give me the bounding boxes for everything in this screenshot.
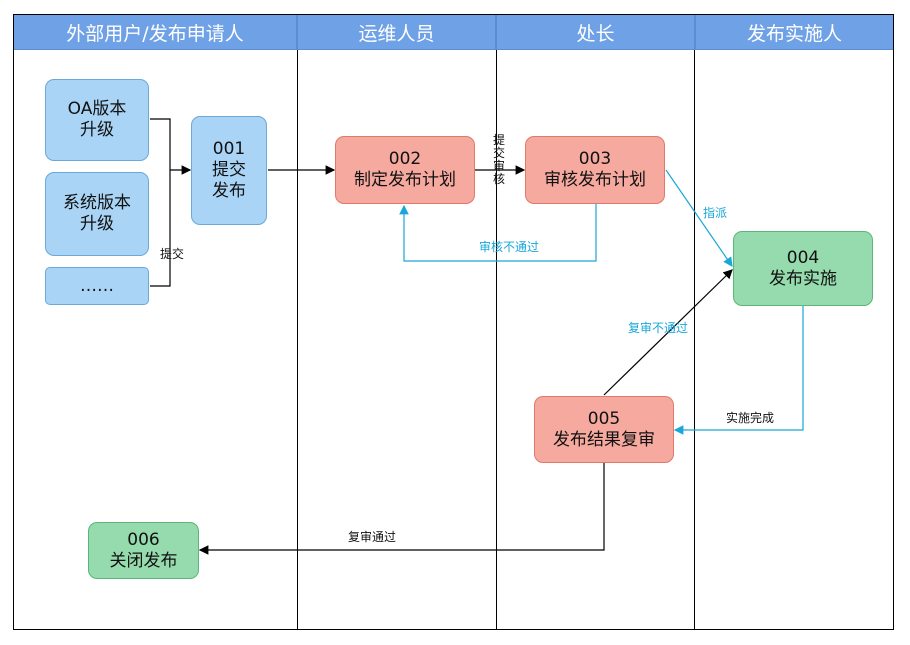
node-001-line2: 提交: [212, 160, 246, 180]
edge-004-to-005: [673, 306, 804, 435]
edge-label-submit-review: 提 交 审 核: [492, 134, 506, 186]
edge-label-recheck-pass: 复审通过: [348, 530, 397, 544]
node-004-id: 004: [786, 247, 820, 268]
node-003-label: 审核发布计划: [544, 170, 646, 190]
node-oa-line2: 升级: [80, 120, 114, 140]
node-005-id: 005: [587, 408, 621, 429]
edge-005-to-006: [198, 463, 605, 555]
node-oa-upgrade[interactable]: OA版本 升级: [45, 79, 149, 161]
lane-director: [496, 50, 695, 630]
lane-header-applicant: 外部用户/发布申请人: [13, 14, 297, 50]
edge-label-review-reject: 审核不通过: [479, 240, 540, 254]
edge-label-submit-review-char3: 审: [492, 159, 505, 173]
node-005-recheck[interactable]: 005 发布结果复审: [534, 396, 674, 463]
lane-header-ops: 运维人员: [297, 14, 496, 50]
node-001-line3: 发布: [212, 181, 246, 201]
node-002-plan[interactable]: 002 制定发布计划: [335, 136, 475, 204]
edge-label-submit-review-char4: 核: [492, 172, 505, 186]
node-006-close[interactable]: 006 关闭发布: [88, 522, 199, 579]
node-003-review[interactable]: 003 审核发布计划: [525, 136, 665, 204]
node-oa-line1: OA版本: [67, 99, 127, 119]
edge-003-to-004: [665, 169, 733, 267]
node-004-label: 发布实施: [769, 268, 837, 289]
swimlane-frame: [13, 14, 894, 630]
node-sys-line1: 系统版本: [63, 193, 131, 213]
node-system-upgrade[interactable]: 系统版本 升级: [45, 172, 149, 256]
node-003-id: 003: [578, 149, 612, 169]
edge-003-reject: [399, 204, 597, 262]
node-002-id: 002: [388, 149, 422, 169]
node-002-label: 制定发布计划: [354, 170, 456, 190]
edge-label-assign: 指派: [703, 206, 728, 220]
edge-005-reject: [603, 269, 733, 396]
edge-label-recheck-reject: 复审不通过: [628, 321, 689, 335]
node-001-id: 001: [212, 139, 246, 159]
lane-header-implementer: 发布实施人: [695, 14, 894, 50]
lane-header-director: 处长: [496, 14, 695, 50]
node-005-label: 发布结果复审: [553, 429, 655, 450]
edge-label-submit: 提交: [160, 247, 185, 261]
node-sys-line2: 升级: [80, 214, 114, 234]
node-more[interactable]: ……: [45, 267, 149, 305]
node-more-label: ……: [80, 275, 114, 296]
edge-label-done: 实施完成: [726, 411, 775, 425]
edge-oa-to-001: [150, 118, 171, 170]
node-004-implement[interactable]: 004 发布实施: [733, 231, 873, 306]
node-001-submit[interactable]: 001 提交 发布: [191, 116, 267, 225]
edge-label-submit-review-char1: 提: [492, 133, 505, 147]
node-006-label: 关闭发布: [109, 550, 178, 571]
node-006-id: 006: [127, 529, 160, 550]
edge-sys-to-001: [150, 170, 171, 287]
edge-label-submit-review-char2: 交: [492, 146, 505, 160]
